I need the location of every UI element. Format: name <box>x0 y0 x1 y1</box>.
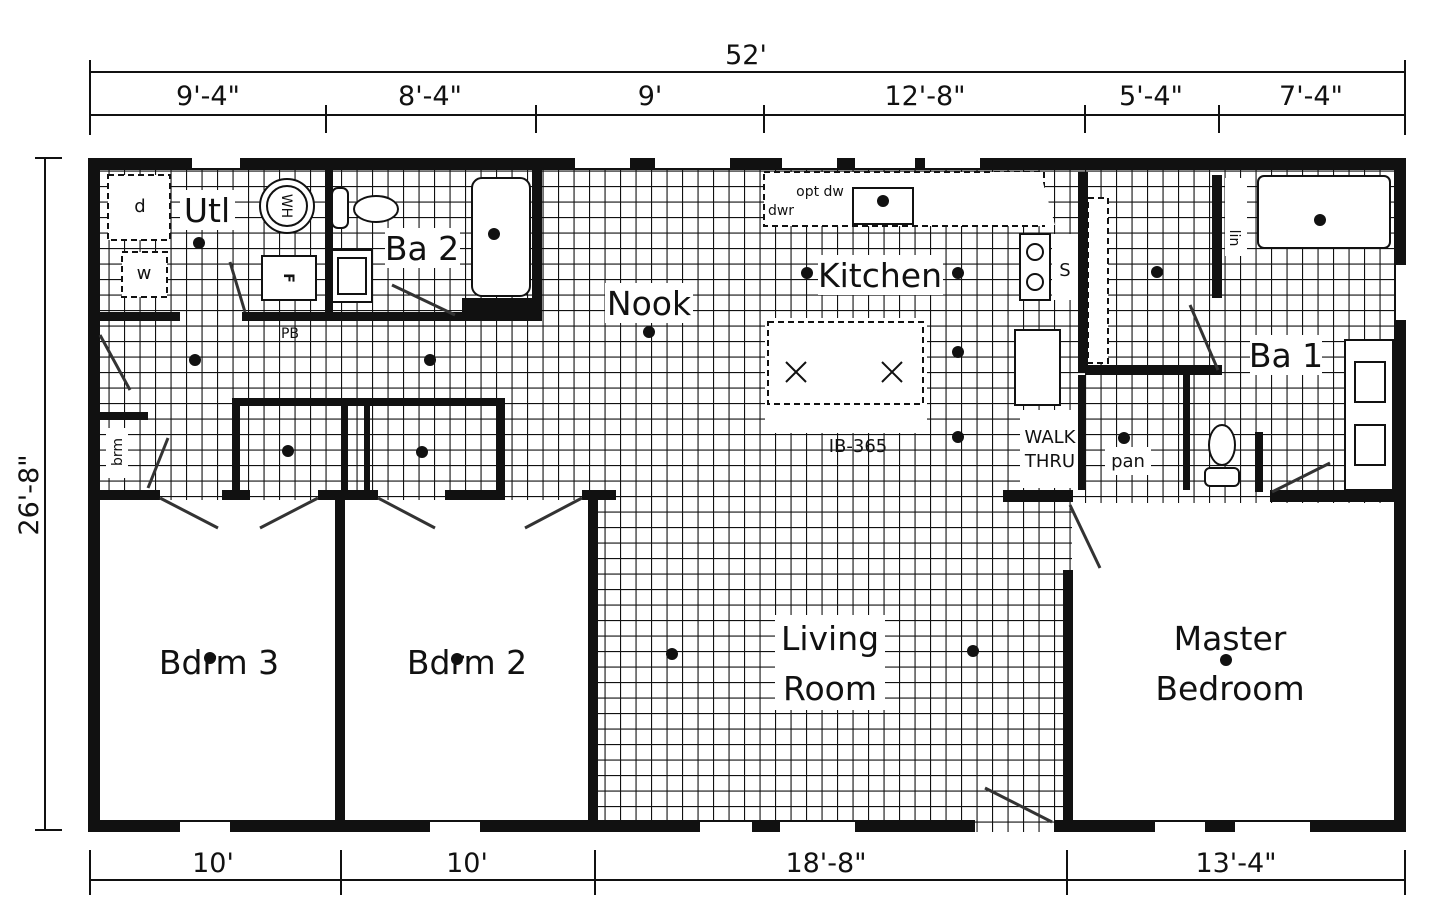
room-label-kitchen: Kitchen <box>818 256 942 295</box>
linen-label: lin <box>1226 230 1242 247</box>
dryer-label: d <box>134 196 145 217</box>
kitchen-fixtures: opt dw dwr S IB-365 <box>763 171 1078 488</box>
refrigerator <box>1014 329 1061 406</box>
master-bedroom-floor <box>1072 503 1394 820</box>
room-label-living: Living <box>781 619 879 658</box>
room-label-pantry: pan <box>1111 451 1145 472</box>
dimension-label: 7'-4" <box>1279 81 1343 112</box>
bathtub <box>471 177 531 297</box>
stove-label: S <box>1059 260 1070 281</box>
walk-thru-label: THRU <box>1024 451 1075 472</box>
bottom-dimensions: 10' 10' 18'-8" 13'-4" <box>89 848 1406 895</box>
room-label-bath1: Ba 1 <box>1249 336 1323 375</box>
dimension-label: 12'-8" <box>884 81 965 112</box>
bedroom-2-floor <box>345 500 589 820</box>
optional-dishwasher-label: opt dw <box>796 184 844 200</box>
walk-thru-label: WALK <box>1025 427 1077 448</box>
water-heater-label: WH <box>278 194 294 218</box>
room-labels: Utl Ba 2 Nook Kitchen Ba 1 WALK THRU pan… <box>106 190 1323 710</box>
room-label-master: Master <box>1174 619 1287 658</box>
side-dimension: 26'-8" <box>14 157 62 831</box>
utility-fixtures: d w WH F PB <box>107 174 317 342</box>
interior-walls <box>88 170 1406 822</box>
dimension-label: 18'-8" <box>785 848 866 879</box>
overall-width-label: 52' <box>725 40 767 71</box>
washer <box>121 251 168 298</box>
dimension-label: 10' <box>446 848 488 879</box>
overall-depth-label: 26'-8" <box>14 454 45 535</box>
room-label-nook: Nook <box>607 284 692 323</box>
light-fixtures <box>189 195 1326 666</box>
bedroom-3-floor <box>100 500 336 820</box>
toilet-tank <box>331 187 349 229</box>
dimension-label: 13'-4" <box>1195 848 1276 879</box>
furnace <box>261 255 317 301</box>
top-dimensions: 52' 9'-4" 8'-4" 9' 12'-8" 5'-4" 7'-4" <box>89 40 1406 135</box>
plumbing-box-label: PB <box>281 326 299 342</box>
master-bathtub <box>1257 175 1391 249</box>
room-label-bedroom2: Bdrm 2 <box>407 643 527 682</box>
drawer-label: dwr <box>768 203 794 219</box>
dimension-label: 9' <box>638 81 663 112</box>
bath2-fixtures <box>331 177 531 303</box>
room-label-broom-closet: brm <box>110 438 126 466</box>
furnace-label: F <box>280 273 296 283</box>
walk-thru-box <box>1020 410 1078 488</box>
dimension-label: 10' <box>192 848 234 879</box>
washer-label: w <box>137 263 152 284</box>
dimension-label: 8'-4" <box>398 81 462 112</box>
dimension-label: 9'-4" <box>176 81 240 112</box>
toilet <box>1208 424 1236 466</box>
bath1-fixtures: lin <box>1087 175 1394 491</box>
room-label-bath2: Ba 2 <box>385 229 459 268</box>
windows <box>180 158 1406 832</box>
room-label-utility: Utl <box>184 191 230 230</box>
room-label-master: Bedroom <box>1155 669 1304 708</box>
toilet <box>353 195 399 223</box>
room-label-living: Room <box>783 669 877 708</box>
doors <box>98 261 1331 824</box>
dryer <box>107 174 171 241</box>
room-label-bedroom3: Bdrm 3 <box>159 643 279 682</box>
dimension-label: 5'-4" <box>1119 81 1183 112</box>
island-label: IB-365 <box>829 436 888 457</box>
